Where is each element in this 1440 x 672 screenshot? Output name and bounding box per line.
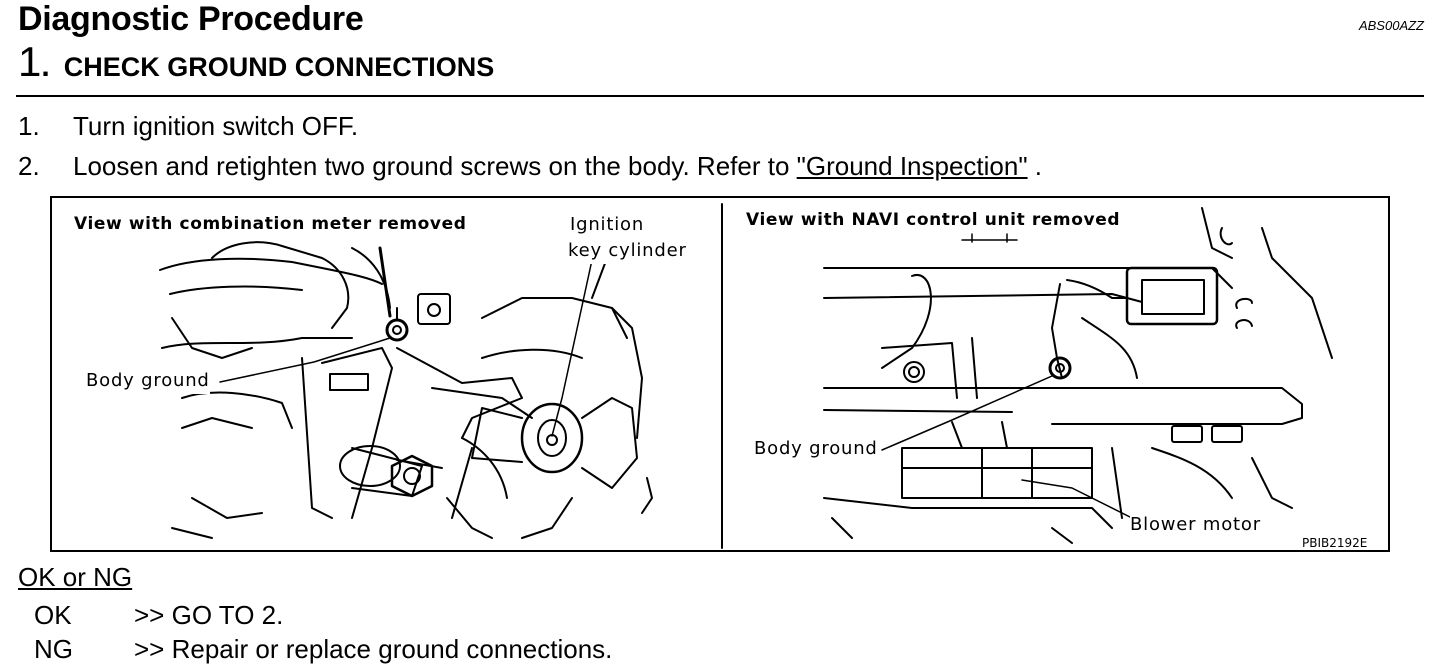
result-ng: NG >> Repair or replace ground connection…: [34, 634, 612, 665]
document-code: ABS00AZZ: [1358, 18, 1424, 33]
body-ground-label-left: Body ground: [86, 368, 210, 394]
right-view-caption: View with NAVI control unit removed: [746, 210, 1121, 230]
instruction-number: 2.: [18, 151, 40, 181]
ignition-label-line1: Ignition: [570, 212, 645, 238]
blower-motor-leader: [1021, 479, 1133, 519]
instruction-text-end: .: [1027, 151, 1043, 181]
step-number-dot: .: [41, 50, 50, 83]
ignition-label-line2: key cylinder: [568, 238, 687, 264]
left-view-drawing: [159, 237, 653, 539]
body-ground-left-leader: [219, 337, 391, 383]
result-action: >> Repair or replace ground connections.: [134, 634, 613, 664]
body-ground-label-right: Body ground: [754, 436, 878, 462]
result-code: OK: [34, 600, 72, 630]
figure-line-drawing: [159, 203, 1333, 549]
ok-or-ng-heading: OK or NG: [18, 562, 133, 592]
instruction-text: Loosen and retighten two ground screws o…: [73, 151, 797, 181]
page-title: Diagnostic Procedure: [18, 0, 364, 38]
instruction-item: 2. Loosen and retighten two ground screws…: [18, 151, 1042, 182]
left-view-caption: View with combination meter removed: [74, 214, 467, 234]
instruction-text: Turn ignition switch OFF.: [73, 111, 359, 141]
body-ground-right-leader: [881, 375, 1053, 451]
figure-code: PBIB2192E: [1302, 536, 1368, 550]
blower-motor-label: Blower motor: [1130, 512, 1261, 538]
right-view-drawing: [823, 207, 1333, 544]
result-code: NG: [34, 634, 73, 664]
ignition-leader: [551, 259, 593, 437]
result-action: >> GO TO 2.: [134, 600, 284, 630]
ground-inspection-link[interactable]: "Ground Inspection": [796, 151, 1028, 181]
instruction-item: 1. Turn ignition switch OFF.: [18, 111, 358, 142]
step-number: 1: [18, 38, 42, 85]
instruction-number: 1.: [18, 111, 40, 141]
result-ok: OK >> GO TO 2.: [34, 600, 283, 631]
step-heading: 1 . CHECK GROUND CONNECTIONS: [18, 38, 494, 86]
ground-location-figure: View with combination meter removed View…: [50, 196, 1390, 552]
heading-divider: [16, 95, 1424, 97]
step-title: CHECK GROUND CONNECTIONS: [63, 52, 495, 82]
